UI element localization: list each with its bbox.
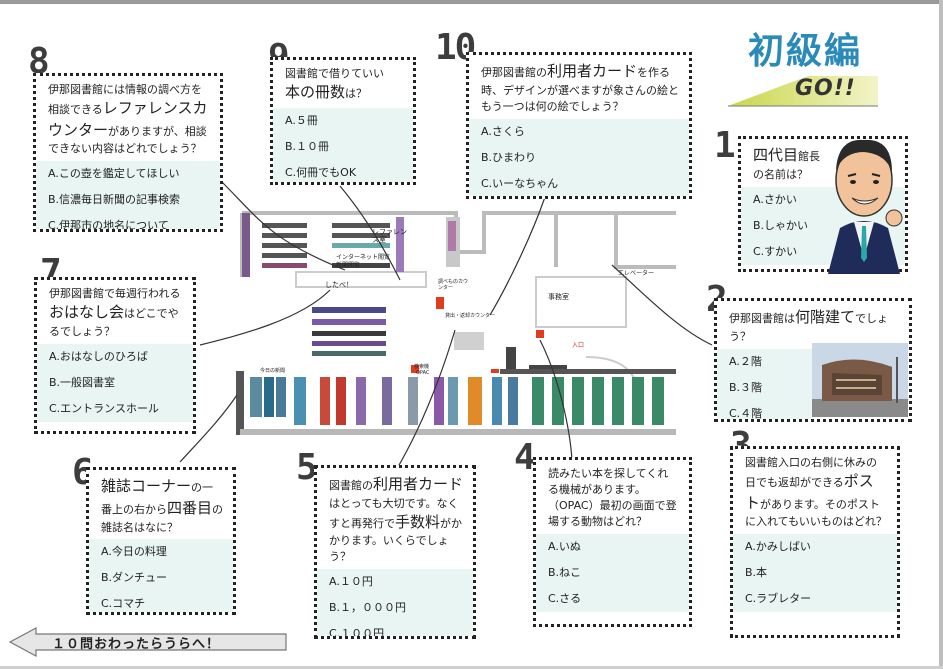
question-number: 8 (28, 41, 50, 82)
director-portrait-icon (828, 139, 903, 274)
map-label-search-machine: 検索機 (414, 364, 430, 370)
answer-option[interactable]: B.信濃毎日新聞の記事検索 (48, 193, 181, 207)
answer-option[interactable]: B.ねこ (548, 565, 582, 579)
question-card-6: 雑誌コーナーの一番上の右から四番目の雑誌名はなに？ A.今日の料理 B.ダンチュ… (86, 467, 236, 615)
library-building-photo (812, 343, 908, 417)
answer-option[interactable]: C.４階 (729, 406, 763, 420)
answer-option[interactable]: A.今日の料理 (101, 545, 167, 559)
answer-option[interactable]: A.おはなしのひろば (49, 349, 148, 363)
map-label-today-new: 今日の新聞 (260, 368, 286, 374)
map-label-office: 事務室 (548, 293, 569, 301)
answer-option[interactable]: A.いぬ (548, 539, 581, 553)
question-number: 5 (296, 447, 318, 488)
answer-option[interactable]: B.ひまわり (481, 150, 537, 164)
question-card-10: 伊那図書館の利用者カードを作る時、デザインが選べますが象さんの絵ともう一つは何の… (466, 52, 692, 199)
answer-options: A.かみしばい B.本 C.ラブレター (733, 534, 897, 613)
map-label-shitabe: したべ！ (325, 281, 353, 289)
answer-options: A.２階 B.３階 C.４階 (717, 348, 812, 420)
answer-option[interactable]: A.５冊 (285, 113, 318, 127)
map-label-entrance: 入口 (572, 342, 585, 349)
answer-options: A.いぬ B.ねこ C.さる (536, 533, 689, 612)
question-text: 伊那図書館には情報の調べ方を相談できるレファレンスカウンターがありますが、相談で… (48, 83, 208, 156)
frame-right (939, 0, 943, 669)
answer-option[interactable]: C.いーなちゃん (481, 176, 559, 190)
question-card-9: 図書館で借りていい本の冊数は？ A.５冊 B.１０冊 C.何冊でもOK (270, 57, 416, 185)
question-card-5: 図書館の利用者カードはとっても大切です。なくすと再発行で手数料がかかります。いく… (314, 465, 476, 639)
answer-option[interactable]: B.１０冊 (285, 139, 330, 153)
answer-options: A.今日の料理 B.ダンチュー C.コマチ (89, 539, 233, 612)
answer-option[interactable]: A.この壺を鑑定してほしい (48, 167, 180, 181)
answer-option[interactable]: C.コマチ (101, 597, 146, 611)
answer-option[interactable]: C.すかい (753, 244, 798, 258)
question-text: 図書館で借りていい本の冊数は？ (285, 67, 384, 101)
map-label-reference-room: レファレンス室 (372, 228, 407, 245)
question-card-8: 伊那図書館には情報の調べ方を相談できるレファレンスカウンターがありますが、相談で… (33, 73, 223, 232)
question-text: 図書館入口の右側に休みの日でも返却ができるポストがあります。そのポストに入れても… (745, 456, 887, 529)
map-label-lending-counter: 貸出・返却カウンター (445, 313, 496, 319)
question-card-3: 図書館入口の右側に休みの日でも返却ができるポストがあります。そのポストに入れても… (730, 446, 900, 638)
answer-option[interactable]: C.エントランスホール (49, 401, 159, 415)
answer-option[interactable]: A.１０円 (329, 575, 373, 589)
question-text: 図書館の利用者カードはとっても大切です。なくすと再発行で手数料がかかります。いく… (329, 475, 464, 564)
question-text: 伊那図書館で毎週行われるおはなし会はどこでやるでしょう？ (49, 287, 181, 338)
answer-option[interactable]: C.何冊でもOK (285, 165, 357, 179)
floor-map (236, 211, 676, 435)
question-text: 読みたい本を探してくれる機械があります。（OPAC）最初の画面で登場する動物はど… (548, 467, 677, 528)
question-text: 伊那図書館の利用者カードを作る時、デザインが選べますが象さんの絵ともう一つは何の… (481, 62, 679, 113)
question-number: 1 (714, 125, 736, 166)
answer-option[interactable]: A.２階 (729, 354, 762, 368)
answer-option[interactable]: A.かみしばい (745, 540, 811, 554)
answer-option[interactable]: B.しゃかい (753, 218, 809, 232)
question-card-7: 伊那図書館で毎週行われるおはなし会はどこでやるでしょう？ A.おはなしのひろば … (34, 277, 196, 434)
question-text: 伊那図書館は何階建てでしょう？ (729, 308, 889, 343)
frame-bottom (0, 666, 943, 669)
answer-options: A.５冊 B.１０冊 C.何冊でもOK (273, 107, 413, 182)
map-label-search-counter: 調べものカウンター (438, 279, 469, 291)
map-label-newspaper: 新聞閲覧 (336, 262, 361, 269)
question-number: 4 (514, 437, 536, 478)
answer-options: A.１０円 B.１，０００円 C.１００円 (317, 569, 473, 639)
question-text: 四代目館長の名前は？ (753, 146, 821, 181)
answer-option[interactable]: C.伊那市の地名について (48, 219, 169, 232)
frame-top (0, 0, 943, 4)
answer-option[interactable]: C.１００円 (329, 627, 385, 639)
map-label-opac: OPAC (416, 370, 430, 376)
go-label: GO!! (795, 76, 856, 101)
answer-options: A.さくら B.ひまわり C.いーなちゃん (469, 118, 689, 196)
question-card-4: 読みたい本を探してくれる機械があります。（OPAC）最初の画面で登場する動物はど… (533, 457, 692, 627)
answer-option[interactable]: B.３階 (729, 380, 763, 394)
answer-option[interactable]: B.ダンチュー (101, 571, 168, 585)
answer-option[interactable]: C.さる (548, 591, 582, 605)
answer-option[interactable]: C.ラブレター (745, 592, 812, 606)
go-wedge-icon (728, 76, 878, 107)
back-arrow-icon[interactable] (8, 626, 288, 658)
answer-option[interactable]: B.一般図書室 (49, 375, 116, 389)
page-title: 初級編 (748, 31, 863, 72)
answer-option[interactable]: B.本 (745, 566, 768, 580)
answer-option[interactable]: B.１，０００円 (329, 601, 407, 615)
map-label-elevator: エレベーター (618, 270, 655, 277)
answer-options: A.この壺を鑑定してほしい B.信濃毎日新聞の記事検索 C.伊那市の地名について (36, 161, 220, 232)
answer-option[interactable]: A.さかい (753, 192, 797, 206)
question-text: 雑誌コーナーの一番上の右から四番目の雑誌名はなに？ (101, 477, 224, 534)
answer-options: A.おはなしのひろば B.一般図書室 C.エントランスホール (37, 343, 193, 422)
back-button-label[interactable]: １０問おわったらうらへ！ (52, 637, 221, 652)
answer-option[interactable]: A.さくら (481, 124, 525, 138)
